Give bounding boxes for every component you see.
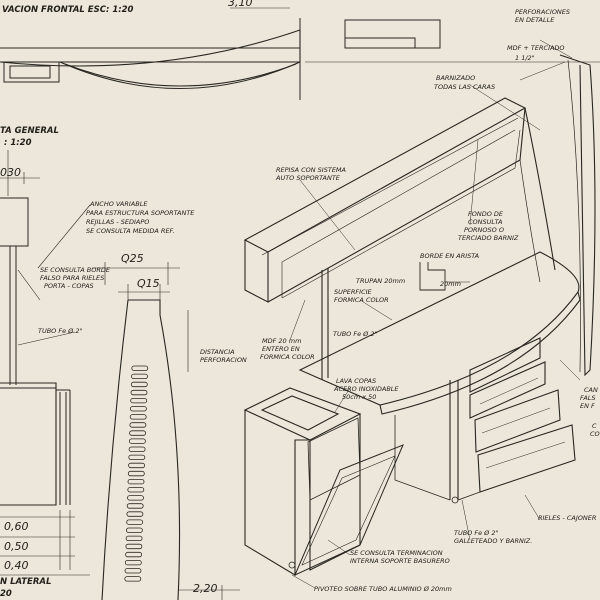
perforation-slot	[131, 373, 148, 380]
perforation-slot	[126, 503, 144, 509]
side-profile	[92, 262, 240, 600]
lateral-title-a: N LATERAL	[0, 577, 51, 587]
note-term-2: INTERNA SOPORTE BASURERO	[350, 557, 450, 565]
dimension-040: 0,40	[4, 559, 29, 572]
note-consulta-2: FALSO PARA RIELES	[40, 274, 104, 282]
note-barnizado-2: TODAS LAS CARAS	[434, 83, 495, 91]
note-ancho-4: SE CONSULTA MEDIDA REF.	[86, 227, 175, 235]
note-superficie-1: SUPERFICIE	[334, 288, 373, 296]
perforation-slot	[125, 543, 143, 550]
note-term-1: SE CONSULTA TERMINACION	[350, 549, 443, 557]
note-fondo-3: PORNOSO O	[464, 226, 504, 234]
note-trupan: TRUPAN 20mm	[356, 277, 405, 285]
note-tubo-bottom-1: TUBO Fe Ø 2"	[454, 529, 498, 537]
note-barnizado-1: BARNIZADO	[436, 74, 475, 82]
note-cajon-3: EN F	[580, 402, 595, 410]
perforation-slot	[125, 535, 143, 541]
general-title-b: : 1:20	[4, 138, 32, 148]
note-mdf-tercuado-2: 1 1/2"	[515, 54, 535, 62]
note-lava-2: ACERO INOXIDABLE	[333, 385, 399, 393]
dimension-q15: Q15	[137, 277, 160, 290]
isometric-furniture	[243, 39, 596, 589]
note-tubo-mid: TUBO Fe Ø 2"	[333, 330, 377, 338]
note-fondo-2: CONSULTA	[468, 218, 502, 226]
front-elevation	[0, 7, 600, 100]
perforation-slot	[127, 478, 145, 485]
note-borde-2: 20mm	[440, 280, 461, 288]
perforation-slot	[127, 470, 145, 477]
dimension-060: 0,60	[4, 520, 29, 533]
perforation-slot	[128, 462, 146, 469]
note-ancho-3: REJILLAS - SEDIAPO	[86, 218, 149, 226]
lateral-title-b: 20	[0, 589, 12, 599]
dimension-030: 030	[0, 166, 21, 179]
note-cajon-4: C	[592, 422, 597, 430]
perforation-slot	[130, 397, 148, 404]
dimension-220: 2,20	[193, 582, 218, 595]
note-mdf-20-1: MDF 20 mm	[262, 337, 301, 345]
note-mdf-tercuado-1: MDF + TERCIADO	[507, 44, 565, 52]
perforation-slot	[128, 454, 146, 461]
perforation-slot	[130, 381, 148, 388]
note-cajon-1: CAN	[584, 386, 598, 394]
perforation-slot	[129, 414, 147, 420]
perforation-slot	[131, 365, 149, 371]
perforation-slot	[124, 568, 142, 574]
note-fondo-4: TERCIADO BARNIZ	[458, 234, 519, 242]
perforation-slots	[124, 365, 149, 582]
note-distancia-2: PERFORACION	[200, 356, 247, 364]
note-pivoteo: PIVOTEO SOBRE TUBO ALUMINIO Ø 20mm	[314, 585, 452, 593]
perforation-slot	[129, 422, 147, 428]
note-mdf-20-2: ENTERO EN	[262, 345, 300, 353]
note-tubo-left: TUBO Fe Ø 2"	[38, 327, 82, 335]
note-lava-3: 50cm x 50	[342, 393, 376, 401]
perforation-slot	[125, 551, 142, 558]
perforation-slot	[126, 527, 143, 533]
note-perforaciones-1: PERFORACIONES	[515, 8, 570, 16]
general-view	[0, 150, 91, 576]
note-distancia-1: DISTANCIA	[200, 348, 235, 356]
note-repisa-2: AUTO SOPORTANTE	[275, 174, 341, 182]
note-repisa-1: REPISA CON SISTEMA	[276, 166, 346, 174]
note-mdf-20-3: FORMICA COLOR	[260, 353, 315, 361]
perforation-slot	[124, 560, 142, 566]
note-cajon-2: FALS	[580, 394, 596, 402]
perforation-slot	[126, 511, 144, 517]
perforation-slot	[127, 487, 145, 493]
perforation-slot	[129, 430, 147, 436]
perforation-slot	[130, 389, 148, 396]
note-tubo-bottom-2: GALLETEADO Y BARNIZ.	[454, 537, 532, 545]
note-borde-1: BORDE EN ARISTA	[420, 252, 479, 260]
dimension-050: 0,50	[4, 540, 29, 553]
note-ancho-2: PARA ESTRUCTURA SOPORTANTE	[86, 209, 195, 217]
general-title-a: TA GENERAL	[0, 126, 59, 136]
perforation-slot	[126, 519, 144, 525]
perforation-slot	[129, 406, 147, 412]
note-superficie-2: FORMICA COLOR	[334, 296, 389, 304]
note-fondo-1: FONDO DE	[468, 210, 504, 218]
dimension-q25: Q25	[121, 252, 144, 265]
note-consulta-3: PORTA - COPAS	[44, 282, 94, 290]
note-ancho-1: ANCHO VARIABLE	[89, 200, 148, 208]
note-consulta-1: SE CONSULTA BORDE	[40, 266, 111, 274]
note-perforaciones-2: EN DETALLE	[515, 16, 555, 24]
perforation-slot	[127, 495, 144, 501]
note-cajon-5: CO	[590, 430, 600, 438]
dimension-top: 3,10	[228, 0, 253, 9]
front-elevation-title: VACION FRONTAL ESC: 1:20	[2, 5, 134, 15]
note-rieles: RIELES - CAJONER	[538, 514, 596, 522]
perforation-slot	[128, 446, 146, 452]
perforation-slot	[124, 576, 142, 582]
note-lava-1: LAVA COPAS	[336, 377, 376, 385]
perforation-slot	[128, 438, 146, 444]
